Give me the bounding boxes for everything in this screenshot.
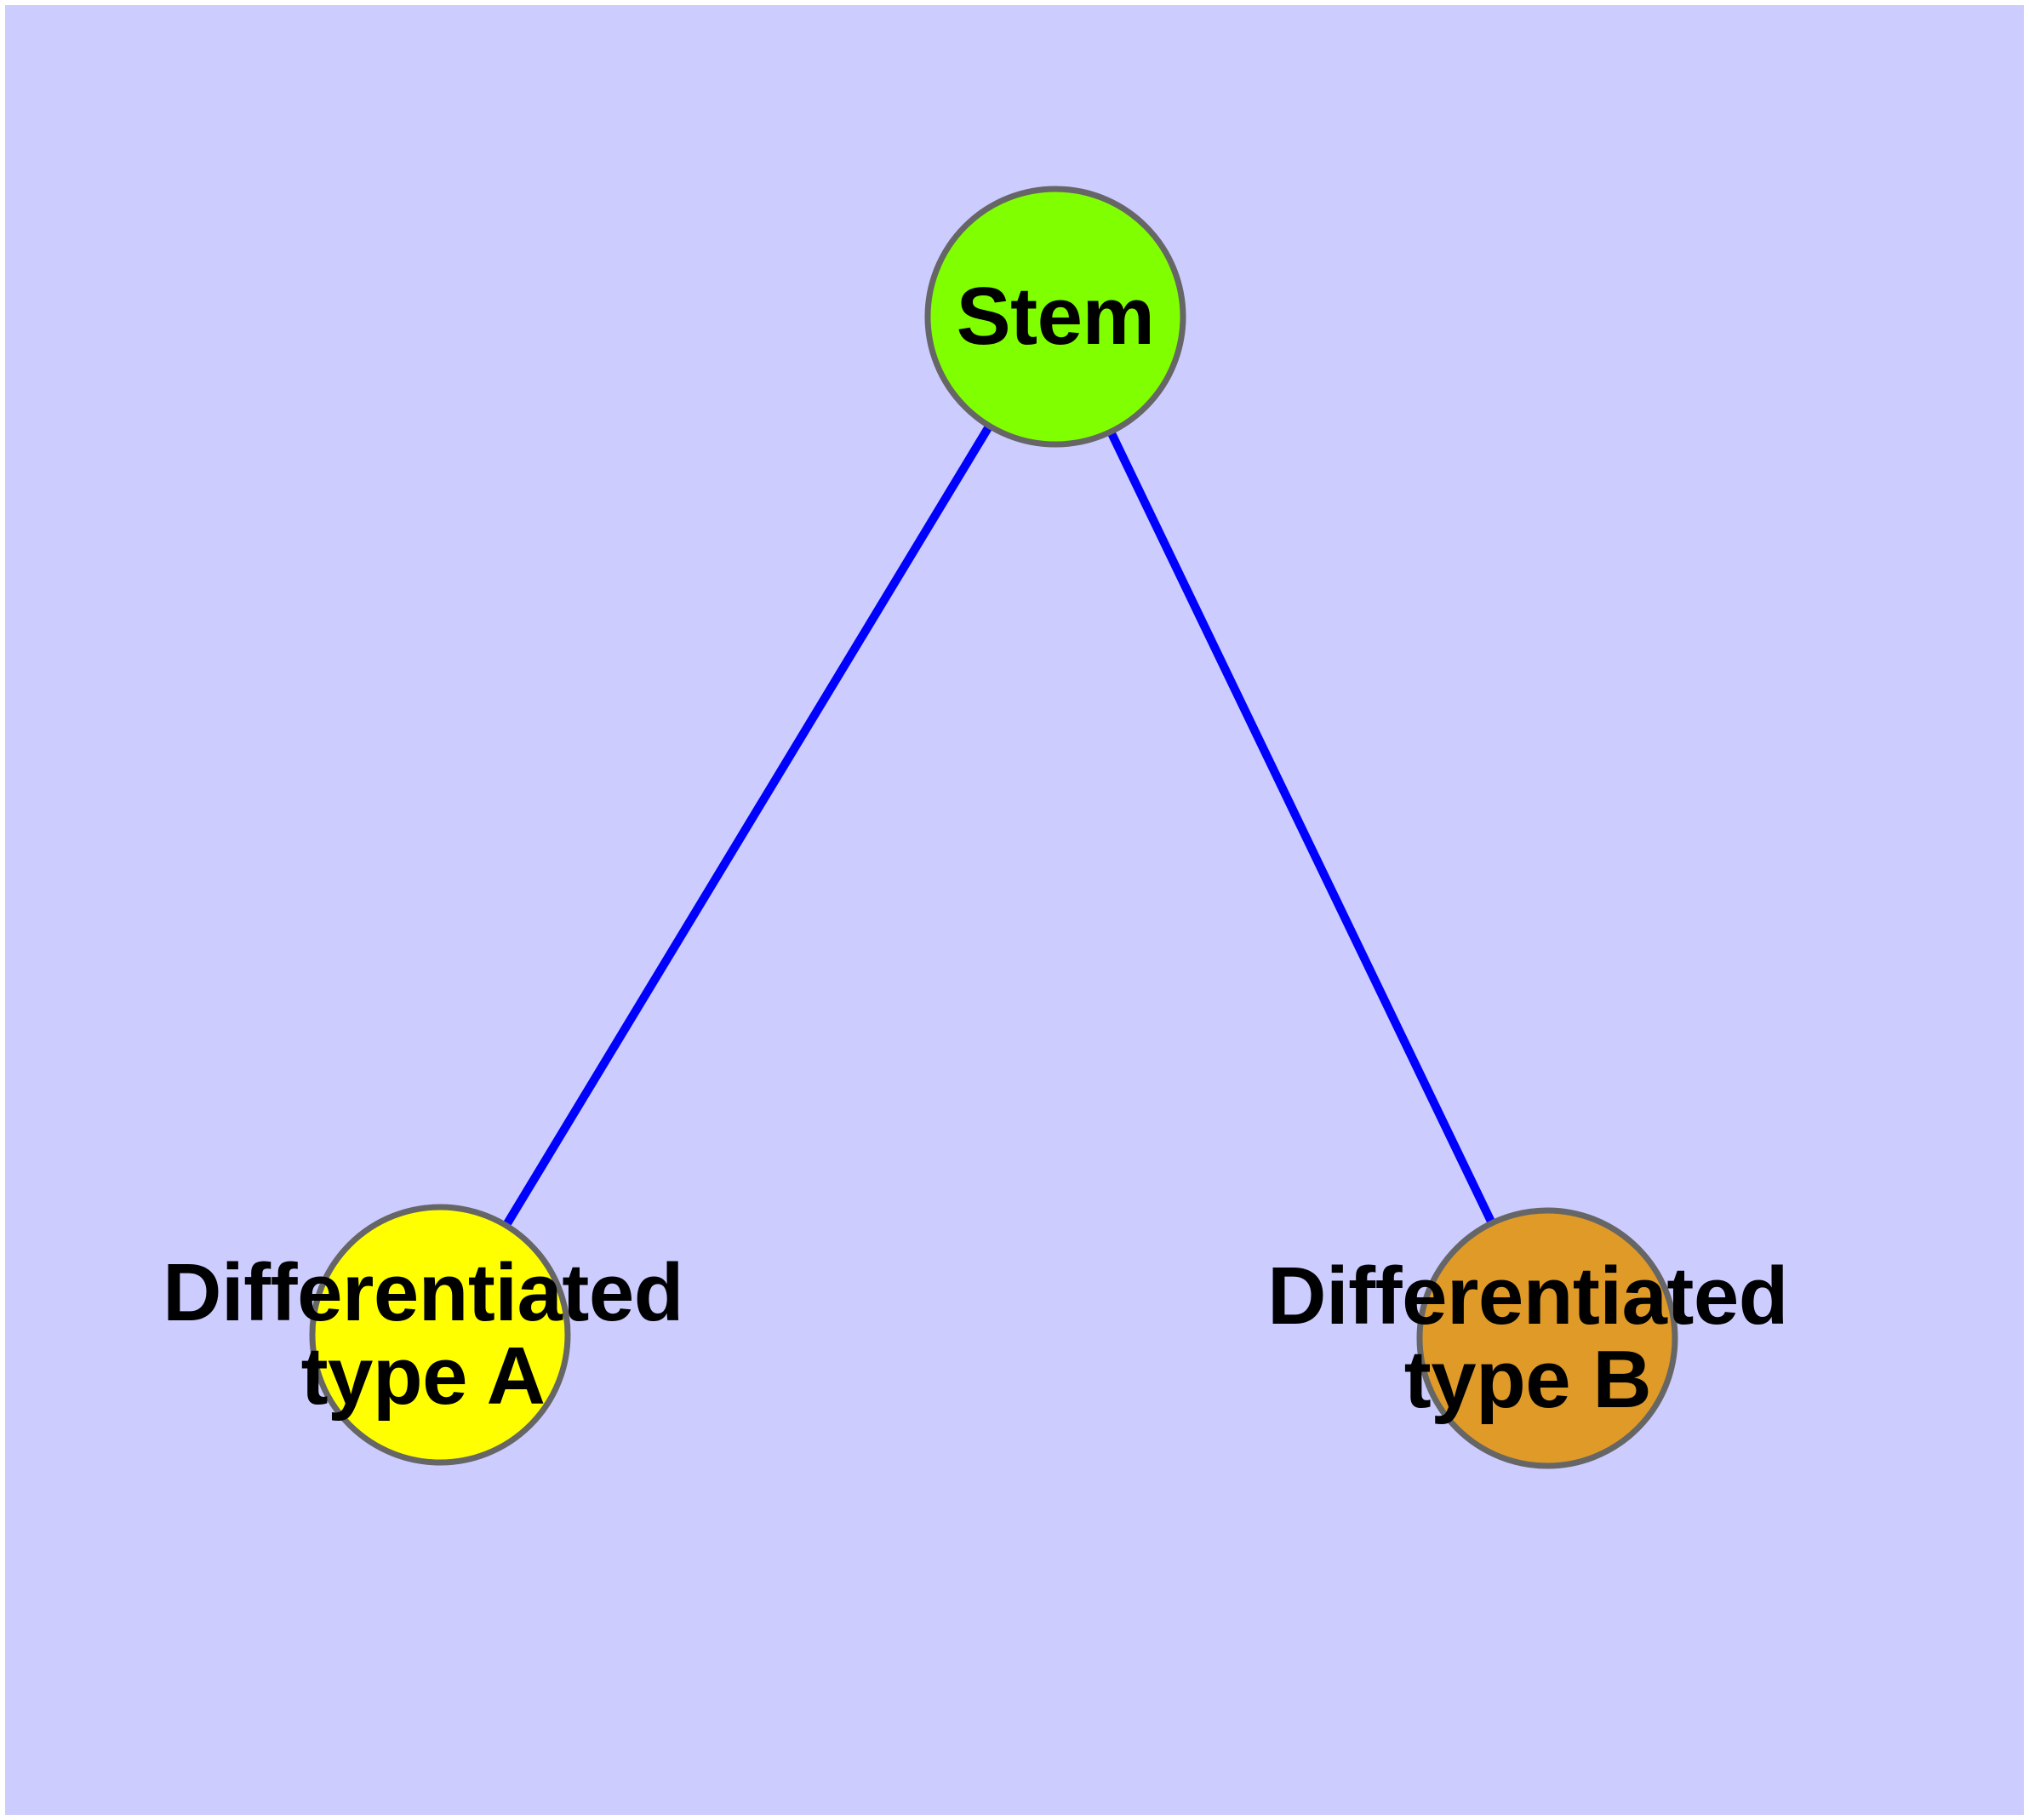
graph-node-diff-a[interactable] xyxy=(309,1204,571,1466)
edge-layer xyxy=(502,423,1496,1228)
graph-node-diff-b[interactable] xyxy=(1416,1207,1678,1469)
node-layer xyxy=(309,186,1678,1469)
graph-node-stem[interactable] xyxy=(924,186,1186,448)
graph-edge-stem-to-diff-b xyxy=(1106,429,1496,1226)
graph-edge-stem-to-diff-a xyxy=(502,423,993,1228)
